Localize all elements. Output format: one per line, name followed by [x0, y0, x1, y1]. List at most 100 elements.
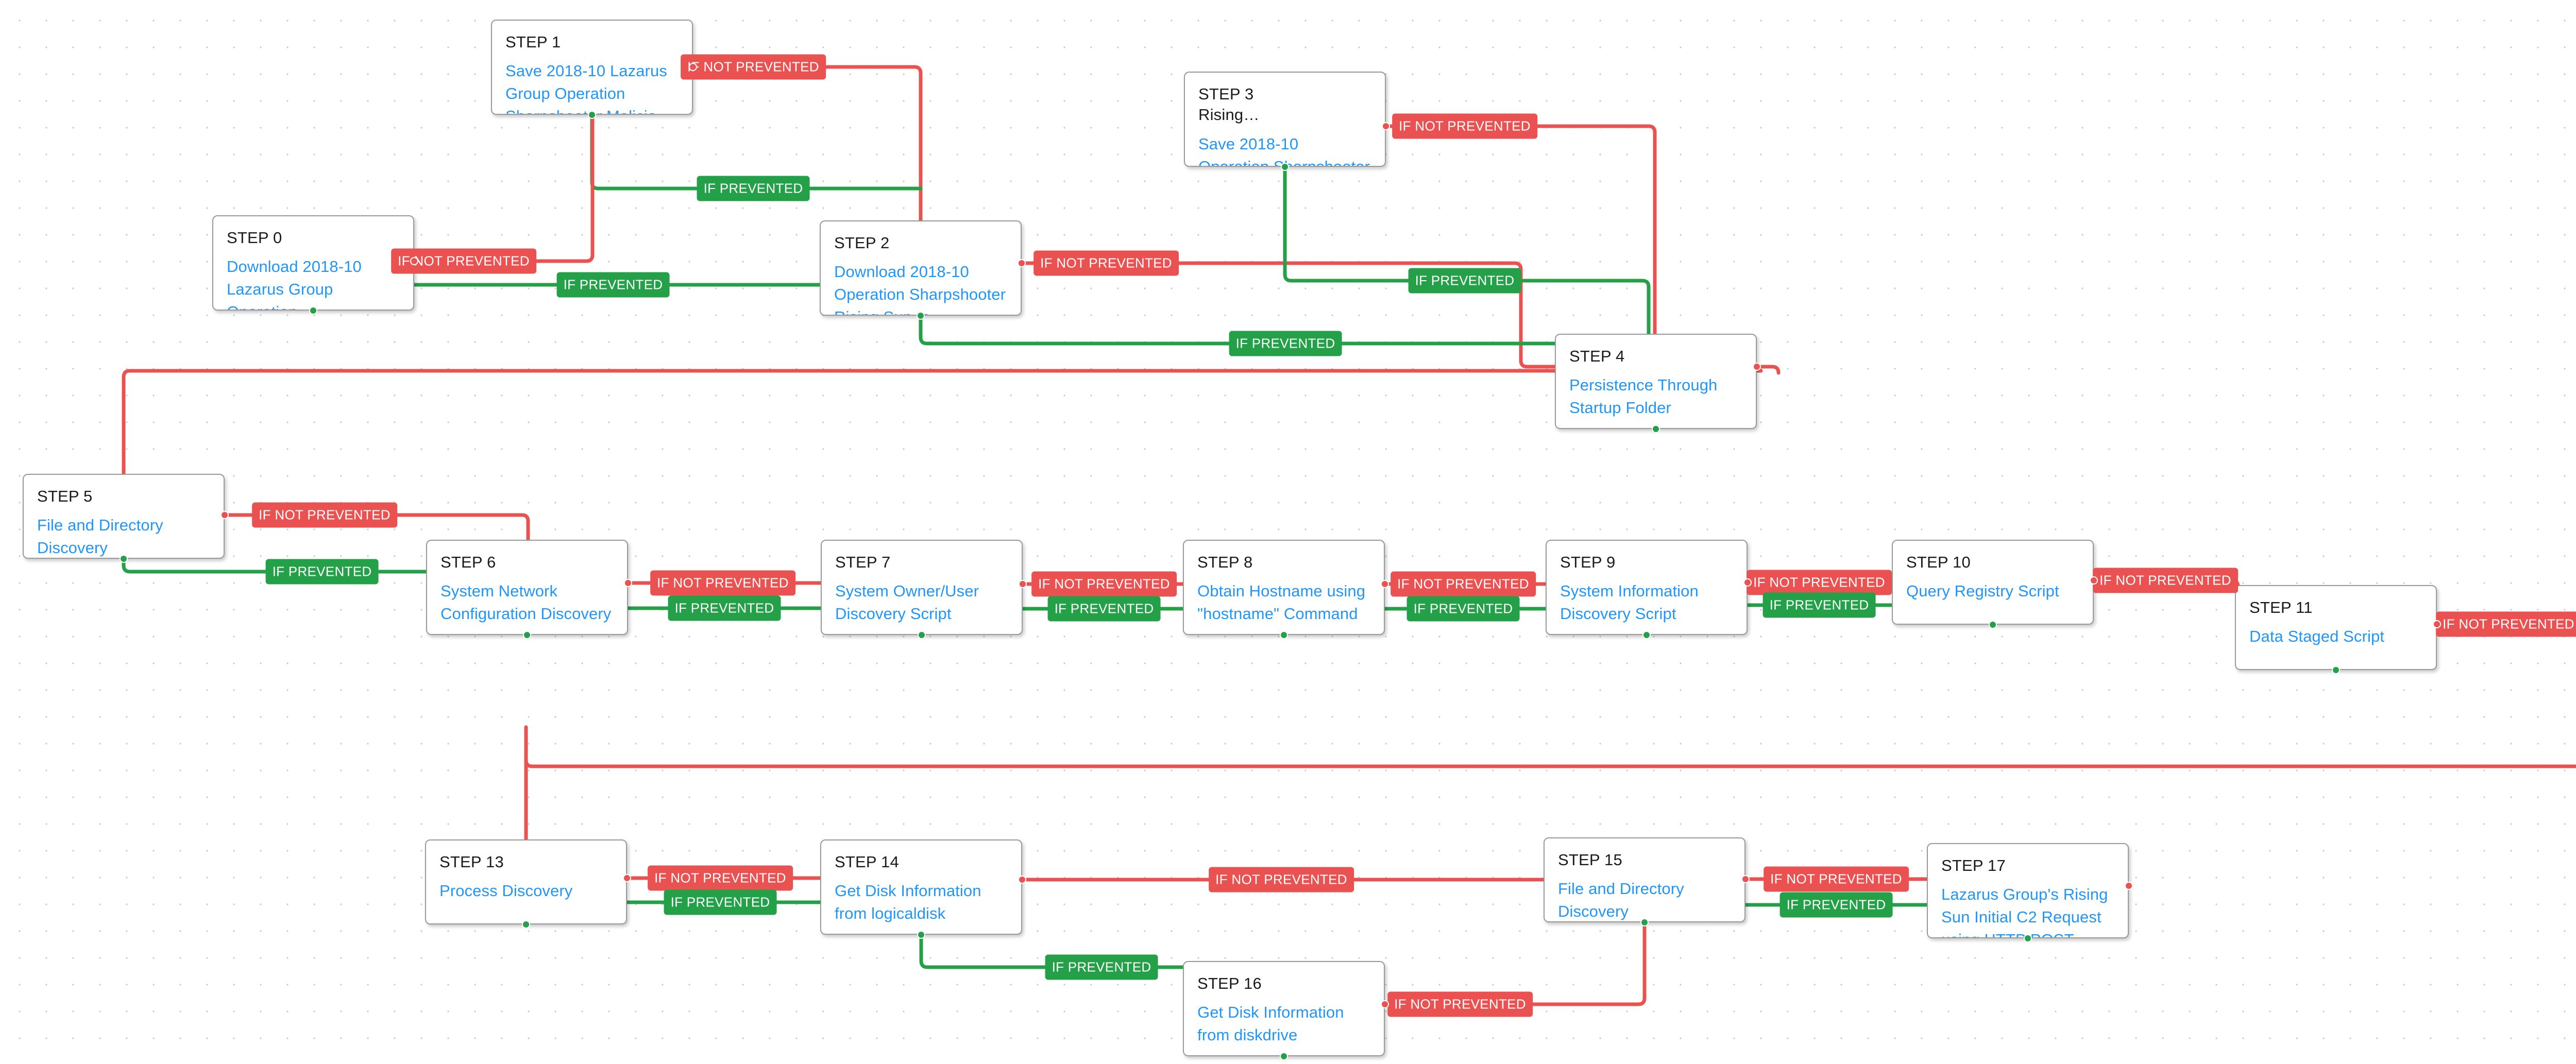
edge-s3-s4-notprevented: [1384, 124, 1657, 336]
node-step-6[interactable]: STEP 6 System Network Configuration Disc…: [426, 540, 628, 635]
node-step-0[interactable]: STEP 0 Download 2018-10 Lazarus Group Op…: [212, 215, 414, 311]
port-out-prevented[interactable]: [1642, 631, 1651, 639]
edge-label-not-prevented[interactable]: IF NOT PREVENTED: [1209, 867, 1354, 893]
node-step-8[interactable]: STEP 8 Obtain Hostname using "hostname" …: [1183, 540, 1385, 635]
port-out-prevented[interactable]: [1280, 631, 1288, 639]
node-technique-link[interactable]: Process Discovery: [439, 882, 573, 900]
port-out-not-prevented[interactable]: [2090, 576, 2098, 585]
node-technique-link[interactable]: Query Registry Script: [1906, 582, 2059, 600]
edge-label-not-prevented[interactable]: IF NOT PREVENTED: [1764, 866, 1909, 892]
node-step-2[interactable]: STEP 2 Download 2018-10 Operation Sharps…: [820, 220, 1022, 316]
node-technique-link[interactable]: System Owner/User Discovery Script: [835, 582, 979, 623]
edge-label-not-prevented[interactable]: IF NOT PREVENTED: [1747, 570, 1892, 595]
port-out-not-prevented[interactable]: [623, 874, 631, 882]
edge-label-not-prevented[interactable]: IF NOT PREVENTED: [650, 570, 795, 596]
node-technique-link[interactable]: System Information Discovery Script: [1560, 582, 1699, 623]
node-step-14[interactable]: STEP 14 Get Disk Information from logica…: [820, 839, 1022, 935]
edge-label-prevented[interactable]: IF PREVENTED: [1406, 596, 1520, 622]
node-technique-link[interactable]: Persistence Through Startup Folder: [1569, 376, 1718, 417]
node-technique-link[interactable]: Download 2018-10 Lazarus Group Operation…: [227, 258, 362, 310]
node-technique-link[interactable]: File and Directory Discovery: [37, 516, 163, 557]
edge-label-prevented[interactable]: IF PREVENTED: [1762, 592, 1876, 618]
node-step-13[interactable]: STEP 13 Process Discovery: [425, 839, 627, 924]
port-out-prevented[interactable]: [1652, 425, 1660, 433]
edge-label-prevented[interactable]: IF PREVENTED: [556, 272, 670, 298]
node-step-7[interactable]: STEP 7 System Owner/User Discovery Scrip…: [821, 540, 1023, 635]
port-out-not-prevented[interactable]: [1753, 363, 1761, 371]
node-step-15[interactable]: STEP 15 File and Directory Discovery: [1544, 837, 1745, 922]
node-technique-link[interactable]: Data Staged Script: [2249, 627, 2385, 646]
port-out-not-prevented[interactable]: [2433, 620, 2441, 628]
node-technique-link[interactable]: Download 2018-10 Operation Sharpshooter …: [834, 263, 1006, 315]
edge-label-not-prevented[interactable]: IF NOT PREVENTED: [1033, 250, 1179, 276]
port-out-prevented[interactable]: [1640, 918, 1649, 926]
port-out-not-prevented[interactable]: [1018, 876, 1026, 884]
node-step-label: STEP 17: [1941, 856, 2006, 874]
edge-label-prevented[interactable]: IF PREVENTED: [664, 889, 777, 915]
node-technique-link[interactable]: Obtain Hostname using "hostname" Command: [1197, 582, 1366, 623]
port-out-prevented[interactable]: [917, 312, 925, 320]
node-step-label: STEP 9: [1560, 553, 1616, 571]
edge-label-prevented[interactable]: IF PREVENTED: [265, 559, 379, 585]
port-out-prevented[interactable]: [523, 631, 531, 639]
node-technique-link[interactable]: System Network Configuration Discovery: [440, 582, 612, 623]
port-out-prevented[interactable]: [918, 631, 926, 639]
edge-label-prevented[interactable]: IF PREVENTED: [1045, 954, 1158, 980]
node-step-4[interactable]: STEP 4 Persistence Through Startup Folde…: [1555, 334, 1757, 429]
port-out-prevented[interactable]: [309, 306, 317, 315]
node-technique-link[interactable]: File and Directory Discovery: [1558, 880, 1684, 921]
node-step-16[interactable]: STEP 16 Get Disk Information from diskdr…: [1183, 961, 1385, 1056]
port-out-not-prevented[interactable]: [1741, 875, 1750, 883]
edge-label-not-prevented[interactable]: IF NOT PREVENTED: [2093, 568, 2238, 593]
port-out-prevented[interactable]: [1281, 163, 1289, 171]
node-technique-link[interactable]: Save 2018-10 Lazarus Group Operation Sha…: [505, 62, 672, 114]
port-out-not-prevented[interactable]: [624, 579, 632, 587]
node-step-9[interactable]: STEP 9 System Information Discovery Scri…: [1546, 540, 1748, 635]
port-out-not-prevented[interactable]: [2125, 882, 2133, 890]
port-out-not-prevented[interactable]: [1381, 580, 1389, 588]
port-out-prevented[interactable]: [1280, 1052, 1288, 1060]
port-out-not-prevented[interactable]: [1018, 259, 1026, 267]
port-out-not-prevented[interactable]: [1382, 122, 1390, 130]
port-out-not-prevented[interactable]: [1381, 1000, 1389, 1008]
port-out-prevented[interactable]: [917, 931, 925, 939]
edge-label-prevented[interactable]: IF PREVENTED: [1408, 268, 1521, 294]
port-out-prevented[interactable]: [588, 111, 596, 119]
node-step-17[interactable]: STEP 17 Lazarus Group's Rising Sun Initi…: [1927, 843, 2129, 938]
node-step-5[interactable]: STEP 5 File and Directory Discovery: [23, 474, 225, 559]
edge-label-not-prevented[interactable]: IF NOT PREVENTED: [1392, 113, 1537, 139]
edge-label-not-prevented[interactable]: IF NOT PREVENTED: [1387, 991, 1533, 1017]
edge-label-not-prevented[interactable]: IF NOT PREVENTED: [252, 502, 397, 528]
node-technique-link[interactable]: Get Disk Information from diskdrive: [1197, 1003, 1344, 1044]
port-out-prevented[interactable]: [2024, 934, 2032, 942]
port-out-prevented[interactable]: [2332, 666, 2340, 674]
edge-label-not-prevented[interactable]: IF NOT PREVENTED: [1391, 571, 1536, 597]
node-technique-link[interactable]: Save 2018-10 Operation Sharpshooter Risi…: [1198, 134, 1370, 167]
edge-label-not-prevented[interactable]: IF NOT PREVENTED: [2436, 611, 2576, 637]
port-out-prevented[interactable]: [120, 555, 128, 563]
node-step-11[interactable]: STEP 11 Data Staged Script: [2235, 585, 2437, 670]
edge-label-not-prevented[interactable]: IF NOT PREVENTED: [1031, 571, 1177, 597]
node-step-10[interactable]: STEP 10 Query Registry Script: [1892, 540, 2094, 625]
edge-label-prevented[interactable]: IF PREVENTED: [1047, 596, 1161, 622]
port-out-not-prevented[interactable]: [1019, 580, 1027, 588]
node-technique-link[interactable]: Lazarus Group's Rising Sun Initial C2 Re…: [1941, 885, 2108, 937]
port-out-not-prevented[interactable]: [689, 63, 697, 71]
port-out-prevented[interactable]: [522, 920, 530, 929]
edge-label-prevented[interactable]: IF PREVENTED: [1229, 331, 1342, 356]
node-step-3[interactable]: STEP 3 Rising… Save 2018-10 Operation Sh…: [1184, 72, 1386, 167]
edge-label-prevented[interactable]: IF PREVENTED: [668, 595, 781, 621]
edge-label-prevented[interactable]: IF PREVENTED: [697, 176, 810, 201]
node-step-label: STEP 10: [1906, 553, 1971, 571]
node-technique-link[interactable]: Get Disk Information from logicaldisk: [835, 882, 981, 923]
node-step-1[interactable]: STEP 1 Save 2018-10 Lazarus Group Operat…: [491, 20, 693, 115]
port-out-prevented[interactable]: [1989, 621, 1997, 629]
port-out-not-prevented[interactable]: [410, 257, 418, 265]
edge-label-prevented[interactable]: IF PREVENTED: [1780, 892, 1893, 918]
node-step-label: STEP 5: [37, 487, 93, 505]
edge-label-not-prevented[interactable]: IF NOT PREVENTED: [681, 54, 826, 80]
port-out-not-prevented[interactable]: [1743, 578, 1752, 587]
port-out-not-prevented[interactable]: [221, 511, 229, 519]
edge-label-not-prevented[interactable]: IF NOT PREVENTED: [648, 865, 793, 891]
